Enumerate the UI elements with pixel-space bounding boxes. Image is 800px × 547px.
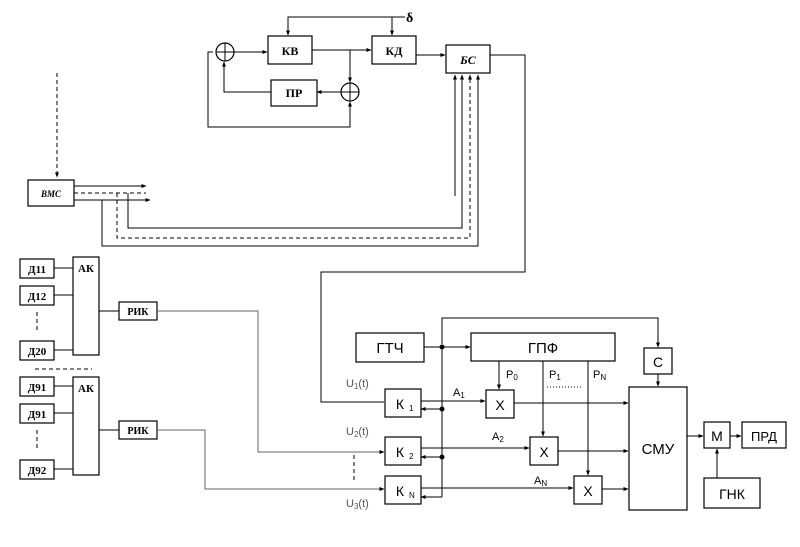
ak-block-1 — [72, 256, 100, 356]
multiplier-2 — [529, 436, 559, 466]
gpf-block — [470, 332, 616, 362]
u1-label: U1(t) — [346, 378, 369, 391]
m-block — [703, 421, 731, 449]
svg-text:РИК: РИК — [127, 307, 149, 318]
ak-block-2 — [72, 376, 100, 476]
k1-block — [384, 388, 422, 418]
c-block — [643, 347, 673, 375]
svg-text:N: N — [409, 491, 415, 500]
vms-section: ВМС — [27, 73, 480, 247]
svg-text:РИК: РИК — [127, 426, 149, 437]
kd-block — [371, 35, 417, 65]
vms-block — [27, 179, 75, 207]
svg-text:Д12: Д12 — [28, 291, 47, 303]
bs-output-line — [320, 54, 526, 403]
multiplier-1 — [485, 389, 515, 419]
svg-text:2: 2 — [409, 452, 414, 461]
rik1-to-k2 — [157, 310, 385, 454]
pn-label: PN — [593, 369, 606, 382]
p0-label: P0 — [506, 369, 518, 382]
svg-text:К: К — [396, 396, 405, 412]
smu-block — [628, 386, 688, 511]
vms-label: ВМС — [40, 189, 62, 199]
gnk-block — [703, 477, 761, 509]
bs-label: БС — [459, 53, 477, 67]
u2-label: U2(t) — [346, 426, 369, 439]
vms-to-bs-3 — [127, 74, 464, 229]
pr-block — [270, 79, 318, 107]
svg-text:С: С — [653, 354, 663, 370]
svg-text:Х: Х — [539, 444, 549, 460]
svg-text:СМУ: СМУ — [642, 441, 675, 458]
svg-text:ГНК: ГНК — [719, 486, 746, 502]
gtch-to-c — [441, 317, 660, 348]
u3-label: U3(t) — [346, 498, 369, 511]
svg-text:Д11: Д11 — [28, 264, 46, 276]
top-loop: δ КВ КД БС ПР — [207, 11, 526, 403]
pr-label: ПР — [286, 86, 303, 100]
k2-block — [384, 436, 422, 466]
gtch-block — [355, 332, 425, 363]
delta-label: δ — [406, 11, 413, 26]
svg-text:АК: АК — [78, 263, 94, 275]
sensor-group-1: Д11 Д12 Д20 АК РИК — [19, 256, 385, 454]
svg-text:М: М — [711, 428, 723, 444]
kd-label: КД — [386, 44, 404, 58]
svg-text:Д91: Д91 — [28, 382, 47, 394]
outer-feedback — [207, 51, 352, 128]
processing-section: ГТЧ ГПФ С К 1 К 2 К N U1(t) U2(t) U3(t) — [346, 317, 787, 511]
svg-text:Д20: Д20 — [28, 346, 47, 358]
an-label: AN — [534, 475, 547, 488]
svg-text:К: К — [396, 483, 405, 499]
kv-label: КВ — [282, 44, 299, 58]
svg-text:1: 1 — [409, 404, 414, 413]
sensor-group-2: Д91 Д91 Д92 АК РИК — [19, 376, 385, 491]
kn-block — [384, 475, 422, 505]
pr-to-summer-left — [222, 61, 271, 93]
delta-line-kd — [287, 16, 394, 36]
p1-label: P1 — [549, 369, 561, 382]
multiplier-n — [573, 475, 603, 505]
svg-text:К: К — [396, 444, 405, 460]
svg-text:Д91: Д91 — [28, 409, 47, 421]
svg-text:Х: Х — [583, 483, 593, 499]
svg-text:ПРД: ПРД — [751, 429, 777, 444]
svg-text:ГПФ: ГПФ — [528, 340, 558, 357]
svg-text:Д92: Д92 — [28, 465, 47, 477]
a2-label: A2 — [492, 431, 504, 444]
rik2-to-kn — [157, 429, 385, 491]
a1-label: A1 — [453, 387, 465, 400]
bs-block — [445, 44, 491, 74]
svg-text:ГТЧ: ГТЧ — [376, 340, 403, 357]
prd-block — [741, 421, 787, 449]
vms-to-bs-2 — [116, 74, 472, 239]
vms-to-bs-1 — [101, 74, 480, 247]
svg-text:АК: АК — [78, 383, 94, 395]
svg-text:Х: Х — [495, 397, 505, 413]
